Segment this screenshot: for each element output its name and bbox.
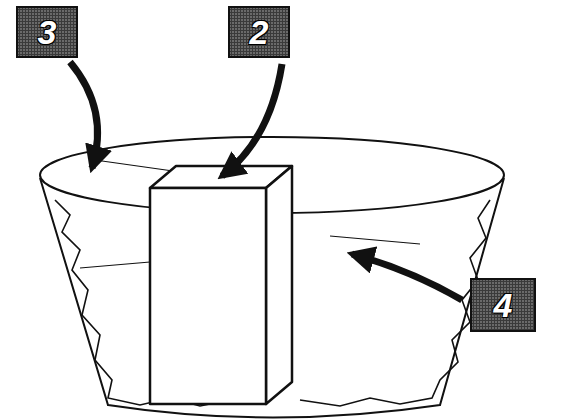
inner-line (95, 160, 180, 172)
inner-line (330, 236, 420, 244)
callout-number: 2 (228, 6, 290, 58)
callout-arrow (70, 62, 98, 168)
torn-edge (300, 200, 490, 406)
callout-arrow (352, 254, 462, 300)
callout-number: 4 (470, 278, 536, 332)
inner-line (80, 262, 150, 268)
block-side (266, 166, 292, 404)
callout-number: 3 (16, 6, 78, 58)
block-front (150, 188, 266, 404)
callout-arrow (222, 64, 282, 176)
